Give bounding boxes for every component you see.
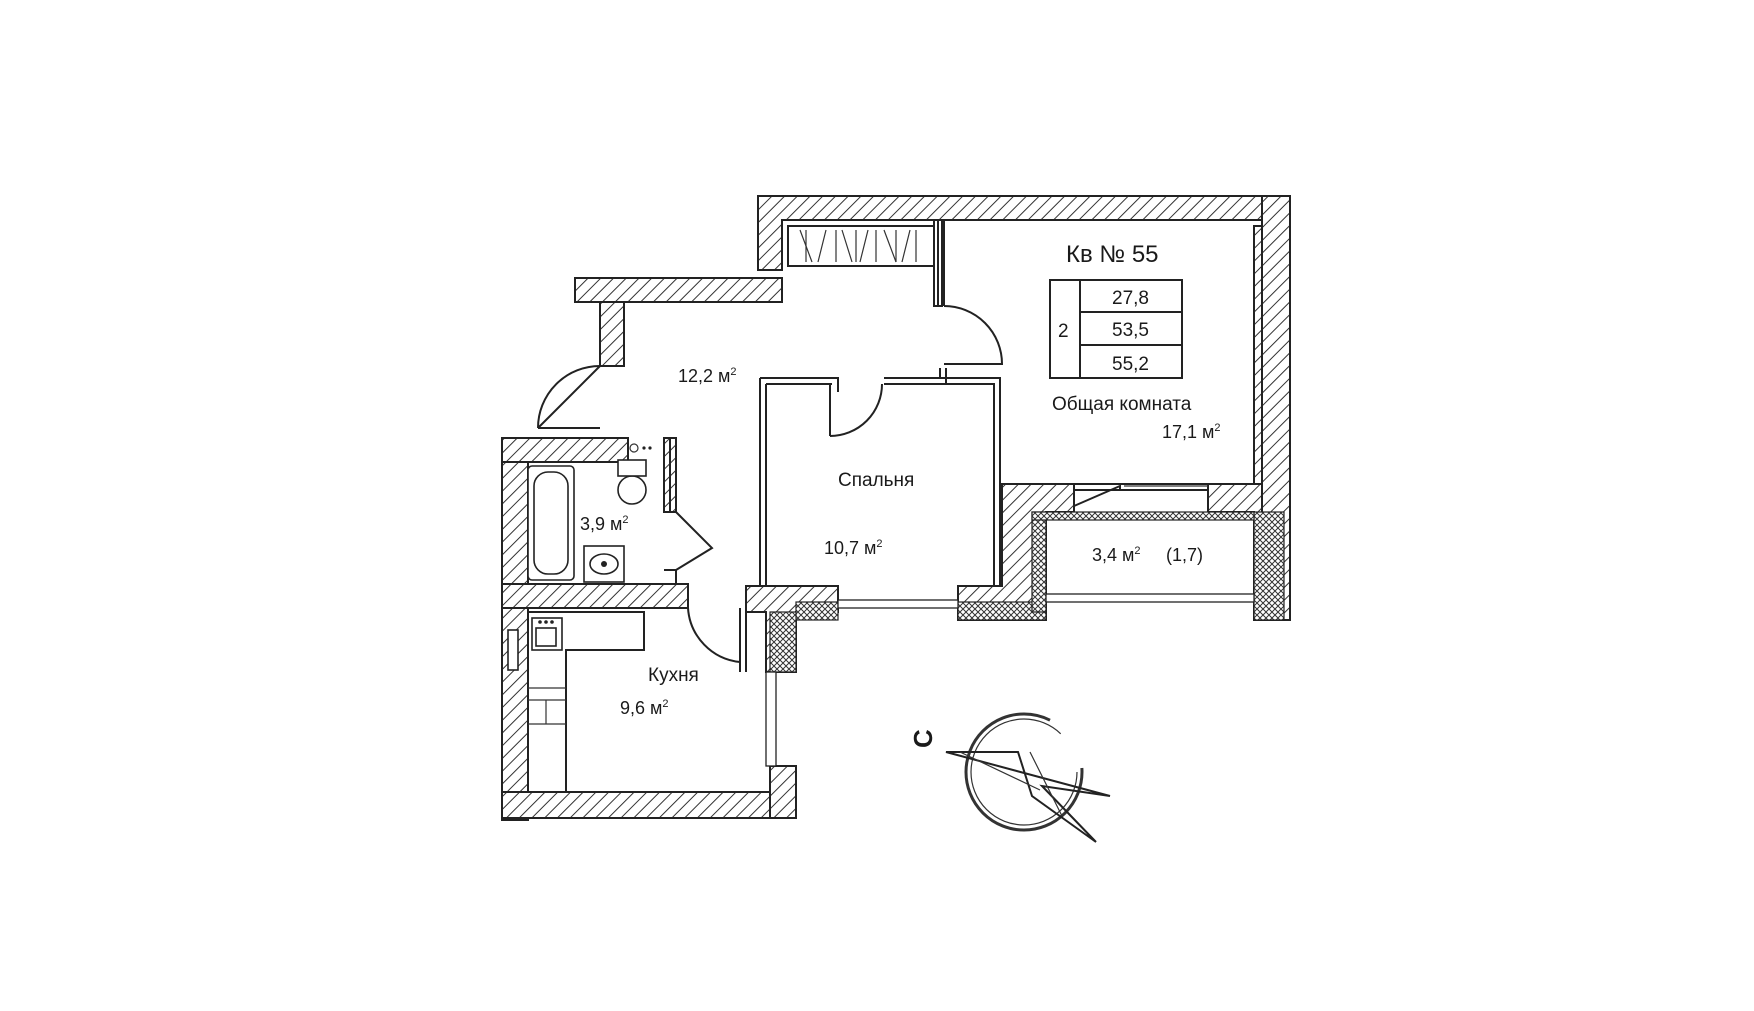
compass-north-letter: С: [908, 729, 938, 748]
bathroom-area: 3,9 м2: [580, 514, 629, 534]
living-door: [943, 305, 1004, 365]
doors: [537, 305, 1208, 664]
kitchen-counter: [528, 611, 645, 792]
upper-left-wall: [574, 277, 783, 303]
compass: С: [908, 712, 1111, 843]
living-area-value: 27,8: [1112, 288, 1149, 309]
fixtures: [507, 443, 652, 792]
apartment-info: Кв № 55 2 27,8 53,5 55,2: [1049, 241, 1183, 379]
total-area-value: 53,5: [1112, 320, 1149, 341]
labels: 12,2 м2 3,9 м2 Спальня 10,7 м2 Общая ком…: [580, 366, 1221, 718]
insulation: [769, 511, 1285, 673]
bath-top-wall: [501, 437, 629, 463]
partitions: [664, 219, 1255, 767]
balcony-reduced-area: (1,7): [1166, 545, 1203, 565]
kitchen-right-wall: [769, 765, 797, 819]
bathroom-door: [675, 511, 714, 571]
rooms-count: 2: [1058, 321, 1069, 342]
radiator: [507, 629, 519, 671]
entrance-door: [537, 365, 601, 429]
compass-circle: [964, 712, 1084, 832]
kitchen-area: 9,6 м2: [620, 698, 669, 718]
living-area: 17,1 м2: [1162, 422, 1221, 442]
bedroom-door: [829, 383, 883, 437]
bedroom-name: Спальня: [838, 470, 914, 491]
kitchen-bottom-wall: [501, 791, 797, 819]
living-right-inner-wall: [1253, 225, 1263, 513]
total-area-with-balcony-value: 55,2: [1112, 354, 1149, 375]
walls: [501, 195, 1291, 821]
toilet: [617, 475, 647, 505]
info-table: [1049, 279, 1183, 379]
living-name: Общая комната: [1052, 394, 1192, 415]
hall-left-wall: [599, 301, 625, 367]
hall-area: 12,2 м2: [678, 366, 737, 386]
left-wall: [501, 437, 529, 821]
balcony-area: 3,4 м2: [1092, 545, 1141, 565]
bath-bottom-wall: [501, 583, 689, 609]
apartment-title: Кв № 55: [1066, 241, 1159, 268]
kitchen-door: [687, 607, 741, 664]
bedroom-area: 10,7 м2: [824, 538, 883, 558]
kitchen-name: Кухня: [648, 665, 699, 686]
top-wall: [757, 195, 1291, 271]
balcony-door: [1073, 484, 1121, 507]
compass-arrow: [945, 751, 1111, 843]
